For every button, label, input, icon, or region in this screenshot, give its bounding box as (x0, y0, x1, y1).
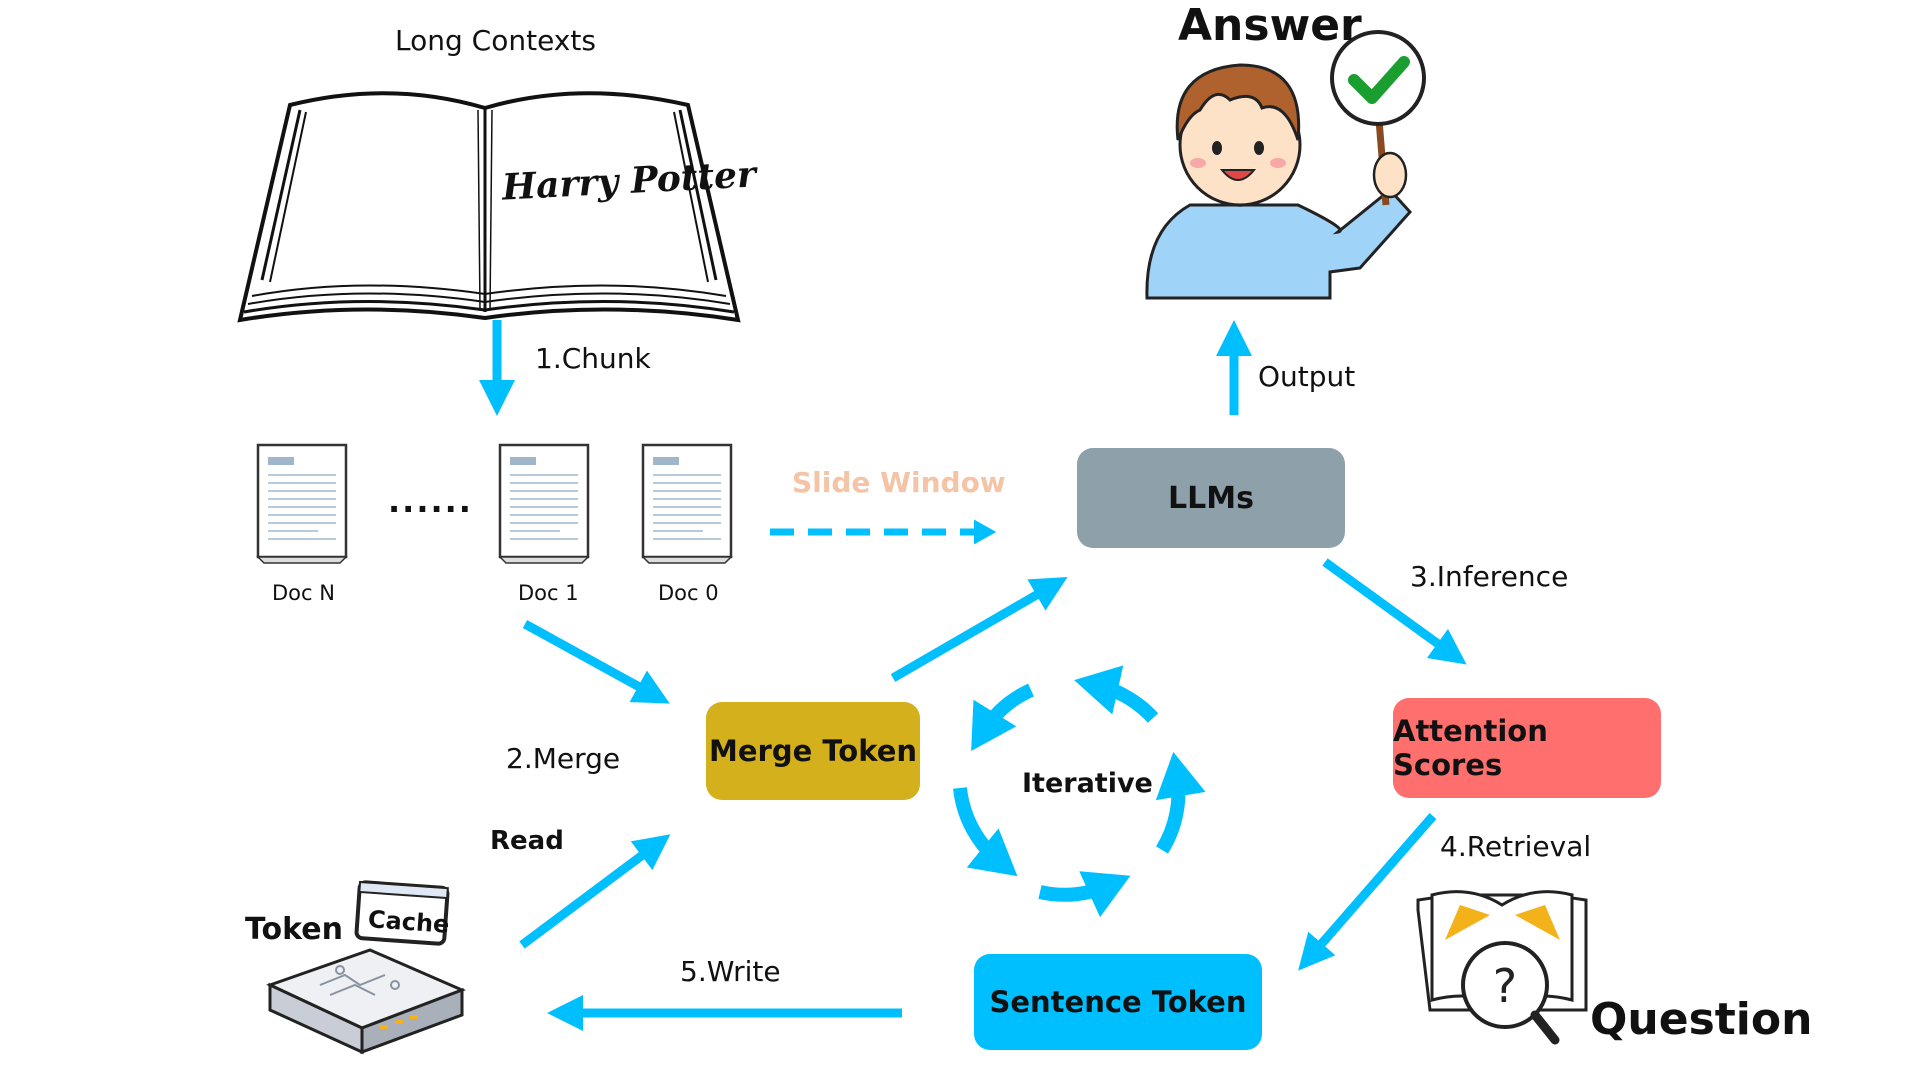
token-cache-device-icon (266, 880, 466, 1055)
merge-token-box: Merge Token (706, 702, 920, 800)
slide-window-label: Slide Window (792, 466, 1006, 499)
long-contexts-label: Long Contexts (395, 24, 596, 57)
answer-label: Answer (1178, 0, 1362, 51)
iterative-label: Iterative (1022, 768, 1153, 799)
cache-label: Cache (367, 905, 451, 939)
doc-n-icon (256, 443, 348, 564)
inference-step-label: 3.Inference (1410, 560, 1569, 593)
question-label: Question (1590, 994, 1813, 1045)
attention-scores-box: Attention Scores (1393, 698, 1661, 798)
retrieval-step-label: 4.Retrieval (1440, 830, 1592, 863)
iterative-cycle-icon (953, 665, 1206, 918)
merge-step-label: 2.Merge (506, 742, 621, 775)
read-label: Read (490, 826, 564, 856)
boy-answer-illustration (1145, 30, 1426, 300)
doc-label-0: Doc 0 (658, 581, 719, 605)
merge-to-llms-arrow (890, 576, 1068, 682)
retrieval-arrow (1298, 813, 1437, 971)
chunk-step-label: 1.Chunk (535, 342, 651, 375)
merge-arrow (522, 620, 670, 704)
llms-box: LLMs (1077, 448, 1345, 548)
read-arrow (519, 834, 671, 949)
doc-label-n: Doc N (272, 581, 335, 605)
doc-1-icon (498, 443, 590, 564)
sentence-token-box: Sentence Token (974, 954, 1262, 1050)
docs-ellipsis: ...... (388, 482, 473, 520)
check-icon (1348, 56, 1410, 104)
token-label: Token (245, 912, 343, 947)
question-book-icon: ? (1416, 890, 1588, 1045)
output-label: Output (1258, 360, 1356, 393)
svg-text:?: ? (1493, 959, 1517, 1013)
doc-0-icon (641, 443, 733, 564)
inference-arrow (1322, 558, 1467, 665)
doc-label-1: Doc 1 (518, 581, 579, 605)
open-book-icon (237, 91, 741, 323)
write-step-label: 5.Write (680, 955, 781, 988)
